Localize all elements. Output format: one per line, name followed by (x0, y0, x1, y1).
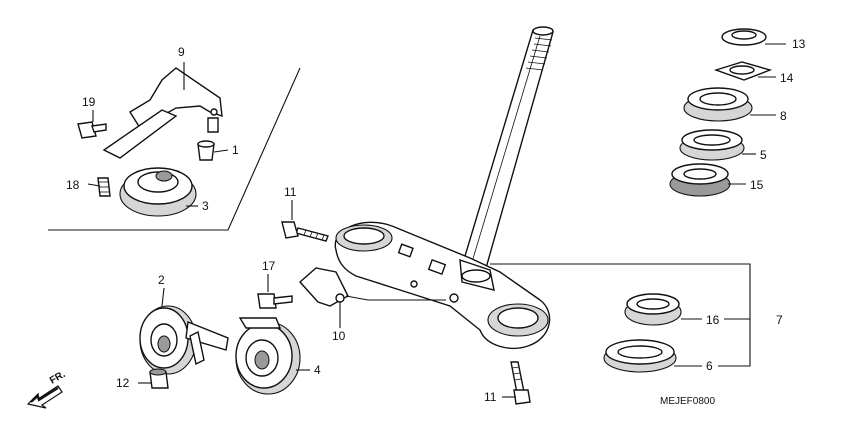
callout-labels: 13 14 8 5 15 16 7 6 9 19 1 18 3 11 17 2 … (66, 37, 806, 404)
horn-bracket-inset (77, 67, 223, 217)
steering-stem (461, 26, 554, 269)
callout-5: 5 (760, 148, 767, 162)
callout-11-upper: 11 (284, 185, 297, 199)
callout-7: 7 (776, 313, 783, 327)
callout-10: 10 (332, 329, 346, 343)
front-direction-arrow: FR. (26, 369, 68, 409)
callout-12: 12 (116, 376, 130, 390)
callout-18: 18 (66, 178, 80, 192)
callout-9: 9 (178, 45, 185, 59)
callout-14: 14 (780, 71, 794, 85)
callout-8: 8 (780, 109, 787, 123)
bolt-11-lower (510, 361, 531, 405)
callout-16: 16 (706, 313, 720, 327)
horn-4 (235, 317, 301, 395)
leader-lines (87, 43, 786, 398)
callout-4: 4 (314, 363, 321, 377)
callout-3: 3 (202, 199, 209, 213)
callout-11-lower: 11 (484, 390, 497, 404)
callout-6: 6 (706, 359, 713, 373)
callout-17: 17 (262, 259, 276, 273)
horn-2 (139, 305, 229, 375)
inset-divider (48, 67, 301, 231)
callout-1: 1 (232, 143, 239, 157)
bolt-12 (149, 368, 169, 389)
lower-races (603, 293, 682, 373)
bearing-stack (669, 28, 773, 197)
bottom-bridge (334, 221, 551, 349)
callout-2: 2 (158, 273, 165, 287)
callout-13: 13 (792, 37, 806, 51)
bolt-11-upper (281, 221, 329, 242)
callout-19: 19 (82, 95, 96, 109)
diagram-code: MEJEF0800 (660, 396, 715, 407)
horn-bracket-10 (257, 267, 349, 309)
fr-label: FR. (48, 369, 68, 387)
callout-15: 15 (750, 178, 764, 192)
